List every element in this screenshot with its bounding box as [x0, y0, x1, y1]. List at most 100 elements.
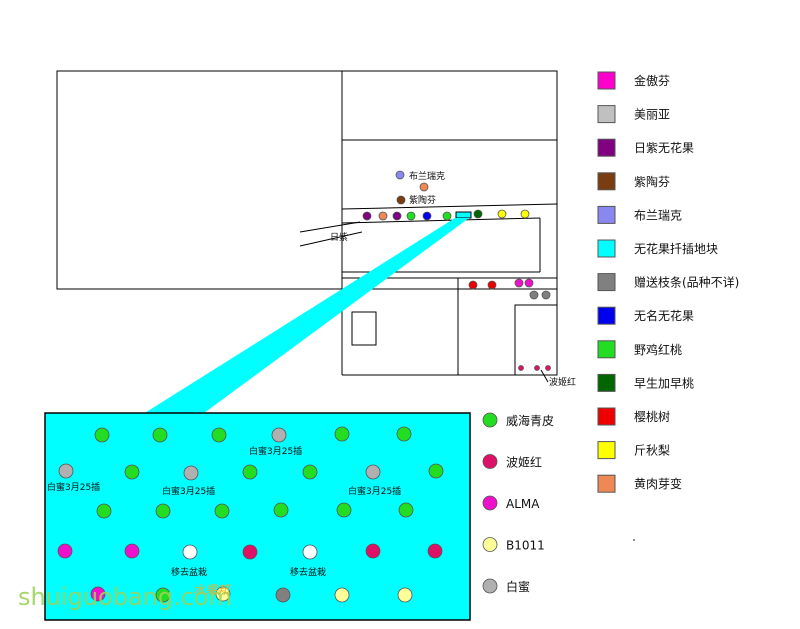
path-edge-top	[341, 203, 558, 210]
legend-swatch	[597, 273, 616, 292]
watermark-cn: 水果邦	[193, 583, 231, 597]
bed-legend-label: 威海青皮	[506, 413, 554, 428]
bed-legend-swatch	[482, 495, 498, 511]
bojihong-leader	[540, 369, 549, 383]
map-plant-marker	[362, 211, 372, 221]
map-plant-marker	[392, 211, 402, 221]
map-plant-marker	[524, 278, 534, 288]
bed-plant-marker	[182, 544, 198, 560]
legend-swatch	[597, 71, 616, 90]
map-plant-marker	[487, 280, 497, 290]
bed-legend-label: 白蜜	[506, 579, 530, 594]
bed-plant-marker	[57, 543, 73, 559]
label-bojihong: 波姬红	[549, 376, 576, 388]
bed-plant-marker	[275, 587, 291, 603]
bed-plant-marker	[124, 464, 140, 480]
bed-plant-marker	[334, 426, 350, 442]
map-plant-marker	[518, 365, 524, 371]
bed-plant-marker	[211, 427, 227, 443]
bed-plant-marker	[336, 502, 352, 518]
small-building	[351, 311, 377, 346]
watermark-text: shuiguobang.com	[18, 583, 232, 611]
bed-plant-marker	[124, 543, 140, 559]
legend-swatch	[597, 340, 616, 359]
map-plant-marker	[396, 195, 406, 205]
label-rizi: 日紫	[330, 232, 348, 243]
map-plant-marker	[473, 209, 483, 219]
bed-legend-swatch	[482, 454, 498, 469]
legend-swatch	[597, 474, 616, 493]
bed-legend-swatch	[482, 537, 498, 552]
bed-plant-marker	[215, 586, 231, 602]
legend-label: 野鸡红桃	[634, 342, 682, 357]
label-zitaofen: 紫陶芬	[409, 194, 436, 206]
bed-plant-marker	[365, 464, 381, 480]
bed-plant-marker	[155, 587, 171, 603]
bed-plant-marker	[397, 587, 413, 603]
map-plant-marker	[529, 290, 539, 300]
bed-plant-marker	[58, 463, 74, 479]
legend-label: 无名无花果	[634, 308, 694, 323]
legend-label: 美丽亚	[634, 108, 670, 122]
bed-plant-marker	[183, 465, 199, 481]
legend-right: 金傲芬美丽亚日紫无花果紫陶芬布兰瑞克无花果扦插地块赠送枝条(品种不详)无名无花果…	[597, 71, 739, 493]
bed-plant-marker	[152, 427, 168, 443]
bed-plant-marker	[90, 586, 106, 602]
label-remove-1: 移去盆栽	[171, 566, 207, 578]
bed-plant-marker	[396, 426, 412, 442]
legend-swatch	[597, 373, 616, 392]
map-plant-marker	[541, 290, 551, 300]
legend-label: 布兰瑞克	[634, 208, 682, 222]
label-bulanruike: 布兰瑞克	[409, 170, 445, 182]
bed-plant-marker	[271, 427, 287, 443]
rizi-leader-bottom	[299, 231, 363, 247]
label-baimi-2: 白蜜3月25插	[47, 481, 100, 493]
map-plant-marker	[395, 170, 405, 180]
map-plant-marker	[514, 278, 524, 288]
bed-plant-marker	[96, 503, 112, 519]
map-plant-marker	[497, 209, 507, 219]
label-baimi-1: 白蜜3月25插	[249, 445, 302, 457]
legend-swatch	[597, 105, 616, 124]
bed-legend-label: 波姬红	[506, 455, 542, 470]
map-plant-marker	[468, 280, 478, 290]
legend-label: 黄肉芽变	[634, 476, 682, 491]
label-baimi-3: 白蜜3月25插	[162, 485, 215, 497]
legend-swatch	[597, 407, 616, 426]
legend-swatch	[597, 441, 616, 460]
legend-label: 日紫无花果	[634, 140, 694, 155]
bed-plant-marker	[427, 543, 443, 559]
bed-plant-marker	[155, 503, 171, 519]
map-plant-marker	[422, 211, 432, 221]
map-plant-marker	[534, 365, 540, 371]
map-plant-marker	[545, 365, 551, 371]
legend-label: 无花果扦插地块	[634, 241, 718, 256]
stray-dot	[633, 539, 635, 541]
bed-plant-marker	[398, 502, 414, 518]
map-plant-marker	[406, 211, 416, 221]
map-plant-marker	[520, 209, 530, 219]
bed-plant-marker	[302, 464, 318, 480]
bed-legend-label: ALMA	[506, 497, 540, 511]
map-plant-marker	[442, 211, 452, 221]
bed-plant-marker	[302, 544, 318, 560]
label-remove-2: 移去盆栽	[290, 566, 326, 578]
bed-legend-swatch	[482, 412, 498, 428]
site-map	[56, 70, 558, 383]
bed-plant-marker	[365, 543, 381, 559]
legend-label: 赠送枝条(品种不详)	[634, 275, 739, 290]
plant-markers	[57, 170, 551, 603]
cutting-plot-marker	[455, 211, 472, 219]
bed-legend-label: B1011	[506, 539, 545, 553]
bed-plant-marker	[94, 427, 110, 443]
zoom-beam	[140, 218, 469, 416]
legend-label: 早生加早桃	[634, 375, 694, 390]
bed-legend-swatch	[482, 578, 498, 594]
legend-swatch	[597, 205, 616, 224]
bed-plant-marker	[242, 464, 258, 480]
bed-plant-marker	[428, 463, 444, 479]
legend-label: 斤秋梨	[634, 444, 670, 458]
map-plant-marker	[419, 182, 429, 192]
